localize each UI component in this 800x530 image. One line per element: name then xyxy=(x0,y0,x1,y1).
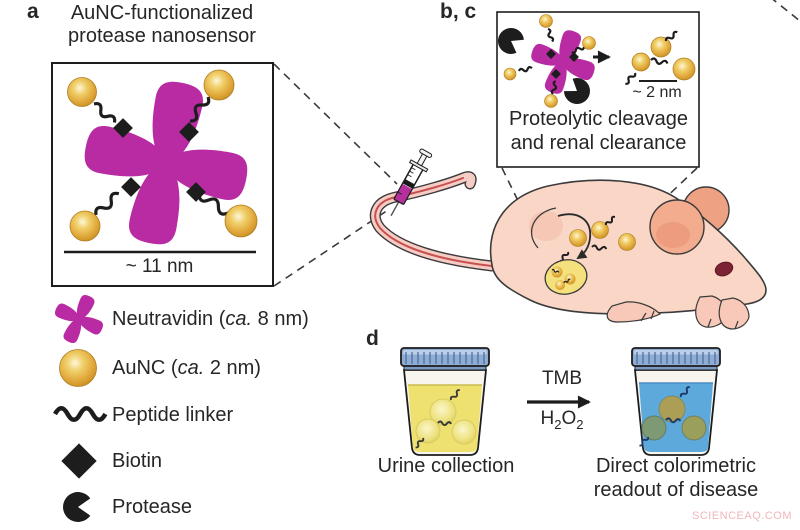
mouse-haunch-line xyxy=(530,207,557,249)
mouse-haunch-shading xyxy=(529,211,563,241)
neutravidin-pinwheel-icon xyxy=(45,285,113,353)
urine-jar xyxy=(400,347,490,456)
aunc-sphere-icon xyxy=(59,349,97,387)
legend-label-peptide-linker: Peptide linker xyxy=(112,404,234,426)
biotin-diamonds-small xyxy=(546,49,579,79)
urine-jar-label: Urine collection xyxy=(377,455,515,477)
panel-a-letter: a xyxy=(27,0,39,23)
aunc-dots xyxy=(503,14,596,108)
panel-a-title: AuNC-functionalized protease nanosensor xyxy=(48,2,276,48)
panel-bc-caption-line1: Proteolytic cleavage xyxy=(509,108,688,130)
assay-jar-label: Direct colorimetric readout of disease xyxy=(578,454,774,503)
cleaved-fragments xyxy=(631,36,696,81)
biotin-diamond-icon xyxy=(61,443,97,479)
mouse-tail xyxy=(369,171,498,272)
panel-d-letter: d xyxy=(366,327,379,350)
legend-label-aunc: AuNC (ca. 2 nm) xyxy=(112,357,261,379)
panel-bc-scale-label: ~ 2 nm xyxy=(632,84,682,101)
panel-d-assay xyxy=(400,347,721,456)
assay-jar-label-line2: readout of disease xyxy=(593,479,759,502)
panel-a-scale-label: ~ 11 nm xyxy=(125,256,194,277)
panel-bc-schematic xyxy=(496,11,700,168)
mouse-eye xyxy=(714,261,734,277)
peptide-linker-icon xyxy=(55,408,105,420)
mouse-paws xyxy=(606,295,750,330)
panel-a-title-line1: AuNC-functionalized xyxy=(70,2,254,24)
bladder-fragments xyxy=(551,266,576,290)
legend-label-neutravidin: Neutravidin (ca. 8 nm) xyxy=(112,308,309,330)
panel-a-schematic xyxy=(51,62,274,287)
protease-pacman xyxy=(498,28,524,54)
assay-jar-label-line1: Direct colorimetric xyxy=(595,455,757,477)
circulating-fragments xyxy=(569,221,636,251)
panel-bc-caption: Proteolytic cleavage and renal clearance xyxy=(500,107,697,156)
renal-clearance-arrow xyxy=(557,213,591,260)
protease-pacman xyxy=(564,78,590,104)
aunc-spheres xyxy=(67,69,258,242)
reagent-tmb-label: TMB xyxy=(541,368,583,389)
legend-label-biotin: Biotin xyxy=(112,450,163,472)
protease-enzymes xyxy=(498,28,590,104)
legend-label-protease: Protease xyxy=(112,496,193,518)
assay-jar xyxy=(631,347,721,456)
protease-pacman-icon xyxy=(63,492,91,522)
syringe xyxy=(390,148,433,217)
mouse-illustration xyxy=(369,148,767,330)
mouse-ear-inner-shading xyxy=(656,222,690,248)
legend-icons xyxy=(45,285,113,522)
watermark: SCIENCEAQ.COM xyxy=(691,510,792,522)
reagent-h2o2-label: H2O2 xyxy=(540,408,584,432)
panel-a-title-line2: protease nanosensor xyxy=(68,25,256,47)
panel-bc-letter: b, c xyxy=(440,0,477,23)
panel-bc-caption-line2: and renal clearance xyxy=(510,132,687,155)
